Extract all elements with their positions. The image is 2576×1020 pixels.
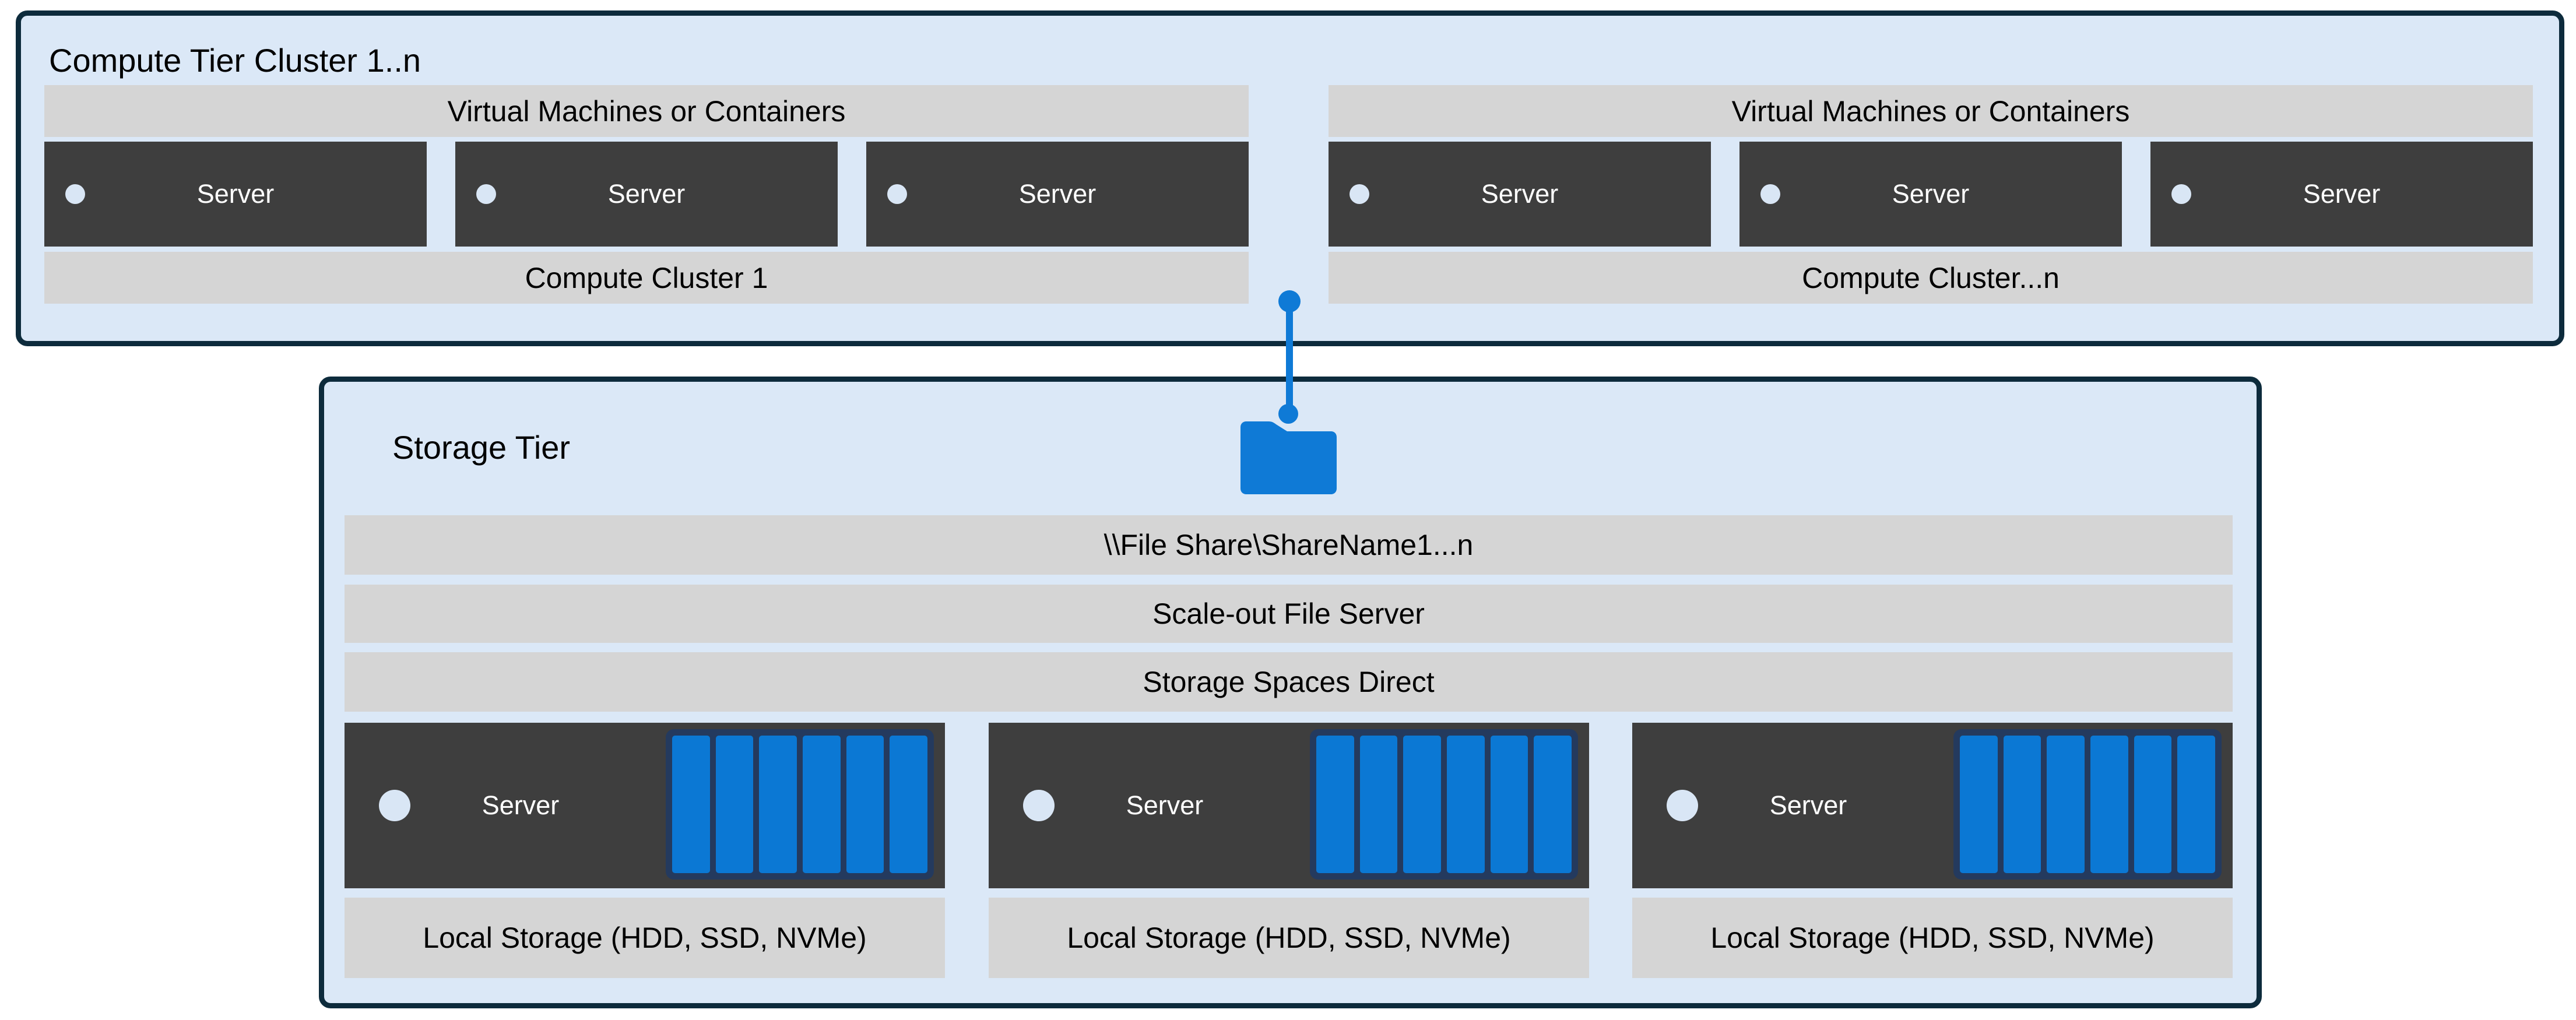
local-storage-label: Local Storage (HDD, SSD, NVMe) [1067,921,1511,954]
disk-bar-icon [759,736,797,873]
compute-server-box: Server [455,142,838,247]
compute-tier-title: Compute Tier Cluster 1..n [49,42,421,79]
storage-tier-box: Storage Tier \\File Share\ShareName1...n… [319,377,2262,1008]
disk-array-icon [1310,729,1578,880]
disk-array-icon [1953,729,2222,880]
disk-array-icon [666,729,934,880]
compute-cluster-label: Compute Cluster 1 [525,261,768,294]
server-led-icon [1760,184,1780,204]
disk-bar-icon [803,736,841,873]
scale-out-file-server-bar: Scale-out File Server [345,585,2233,643]
server-label: Server [2303,179,2381,209]
disk-bar-icon [890,736,928,873]
disk-bar-icon [1316,736,1354,873]
server-led-icon [887,184,907,204]
server-led-icon [65,184,85,204]
storage-server-box: Server [1632,723,2233,888]
disk-bar-icon [715,736,754,873]
scale-out-file-server-label: Scale-out File Server [1152,597,1425,630]
file-share-bar: \\File Share\ShareName1...n [345,515,2233,575]
storage-spaces-direct-label: Storage Spaces Direct [1143,666,1435,698]
compute-server-box: Server [866,142,1249,247]
compute-tier-box: Compute Tier Cluster 1..n Virtual Machin… [16,10,2564,346]
disk-bar-icon [2090,736,2128,873]
server-label: Server [1018,179,1097,209]
server-label: Server [1892,179,1970,209]
folder-icon [1240,421,1337,494]
server-led-icon [1023,790,1055,821]
server-led-icon [1667,790,1698,821]
disk-bar-icon [846,736,884,873]
compute-server-box: Server [1329,142,1711,247]
file-share-label: \\File Share\ShareName1...n [1104,529,1474,561]
disk-bar-icon [1534,736,1572,873]
disk-bar-icon [2134,736,2172,873]
storage-spaces-direct-bar: Storage Spaces Direct [345,652,2233,712]
server-led-icon [379,790,410,821]
local-storage-bar: Local Storage (HDD, SSD, NVMe) [1632,898,2233,978]
compute-server-box: Server [1739,142,2122,247]
compute-cluster-label: Compute Cluster...n [1802,261,2060,294]
compute-server-box: Server [2150,142,2533,247]
vm-containers-bar: Virtual Machines or Containers [44,85,1249,137]
storage-server-box: Server [989,723,1589,888]
disk-bar-icon [1960,736,1998,873]
disk-bar-icon [672,736,710,873]
local-storage-label: Local Storage (HDD, SSD, NVMe) [1710,921,2155,954]
vm-containers-bar: Virtual Machines or Containers [1329,85,2533,137]
server-label: Server [482,790,560,820]
disk-bar-icon [1359,736,1398,873]
vm-containers-label: Virtual Machines or Containers [1731,94,2130,128]
compute-storage-connector-line [1286,301,1293,414]
disk-bar-icon [2047,736,2085,873]
server-led-icon [1349,184,1369,204]
compute-cluster-bar: Compute Cluster...n [1329,252,2533,304]
compute-cluster-group-n: Virtual Machines or Containers Server Se… [1329,85,2533,304]
server-label: Server [607,179,686,209]
disk-bar-icon [1447,736,1485,873]
server-label: Server [1481,179,1559,209]
compute-server-box: Server [44,142,427,247]
storage-server-box: Server [345,723,945,888]
connector-endpoint-dot [1278,404,1298,424]
disk-bar-icon [1490,736,1528,873]
local-storage-label: Local Storage (HDD, SSD, NVMe) [423,921,867,954]
server-label: Server [1769,790,1847,820]
server-label: Server [196,179,275,209]
server-led-icon [2171,184,2191,204]
compute-cluster-group-1: Virtual Machines or Containers Server Se… [44,85,1249,304]
vm-containers-label: Virtual Machines or Containers [447,94,846,128]
disk-bar-icon [1403,736,1442,873]
compute-cluster-bar: Compute Cluster 1 [44,252,1249,304]
server-led-icon [476,184,496,204]
local-storage-bar: Local Storage (HDD, SSD, NVMe) [345,898,945,978]
disk-bar-icon [2177,736,2216,873]
disk-bar-icon [2003,736,2041,873]
connector-endpoint-dot [1278,290,1301,312]
storage-tier-title: Storage Tier [392,429,571,466]
local-storage-bar: Local Storage (HDD, SSD, NVMe) [989,898,1589,978]
server-label: Server [1126,790,1204,820]
